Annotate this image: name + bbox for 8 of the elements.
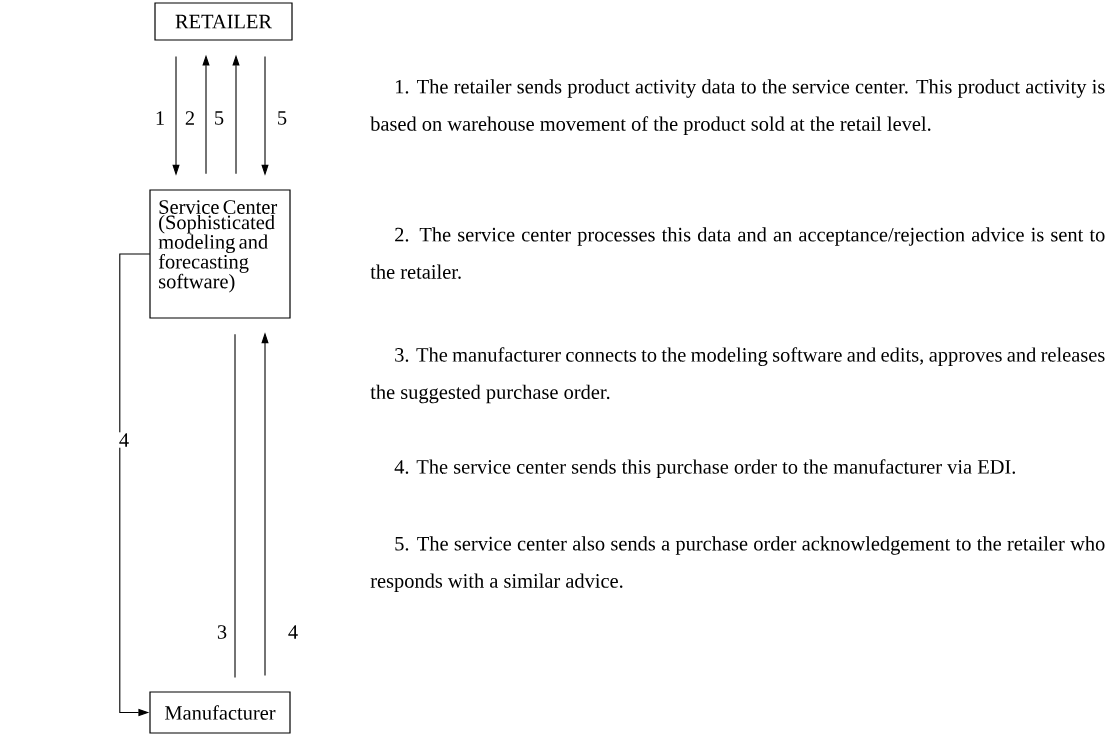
process-box: Service Center (Sophisticated modeling and forecasting software)	[149, 189, 291, 319]
paragraph: 2. The service center processes this data and an acceptance/rejection advice is sent to the retailer.	[370, 227, 1105, 279]
process-box: Manufacturer	[149, 691, 291, 734]
paragraph: 5. The service center also sends a purchase order acknowledgement to the retailer who responds with a similar advice.	[370, 536, 1105, 592]
paragraph: 4. The service center sends this purchase order to the manufacturer via EDI.	[394, 459, 1015, 478]
process-box: RETAILER	[154, 2, 293, 41]
paragraph: 1. The retailer sends product activity data to the service center. This product activity is based on warehouse movement of the product sold at the retail level.	[370, 79, 1105, 135]
paragraph: 3. The manufacturer connects to the modeling software and edits, approves and releases the suggested purchase order.	[370, 347, 1105, 404]
